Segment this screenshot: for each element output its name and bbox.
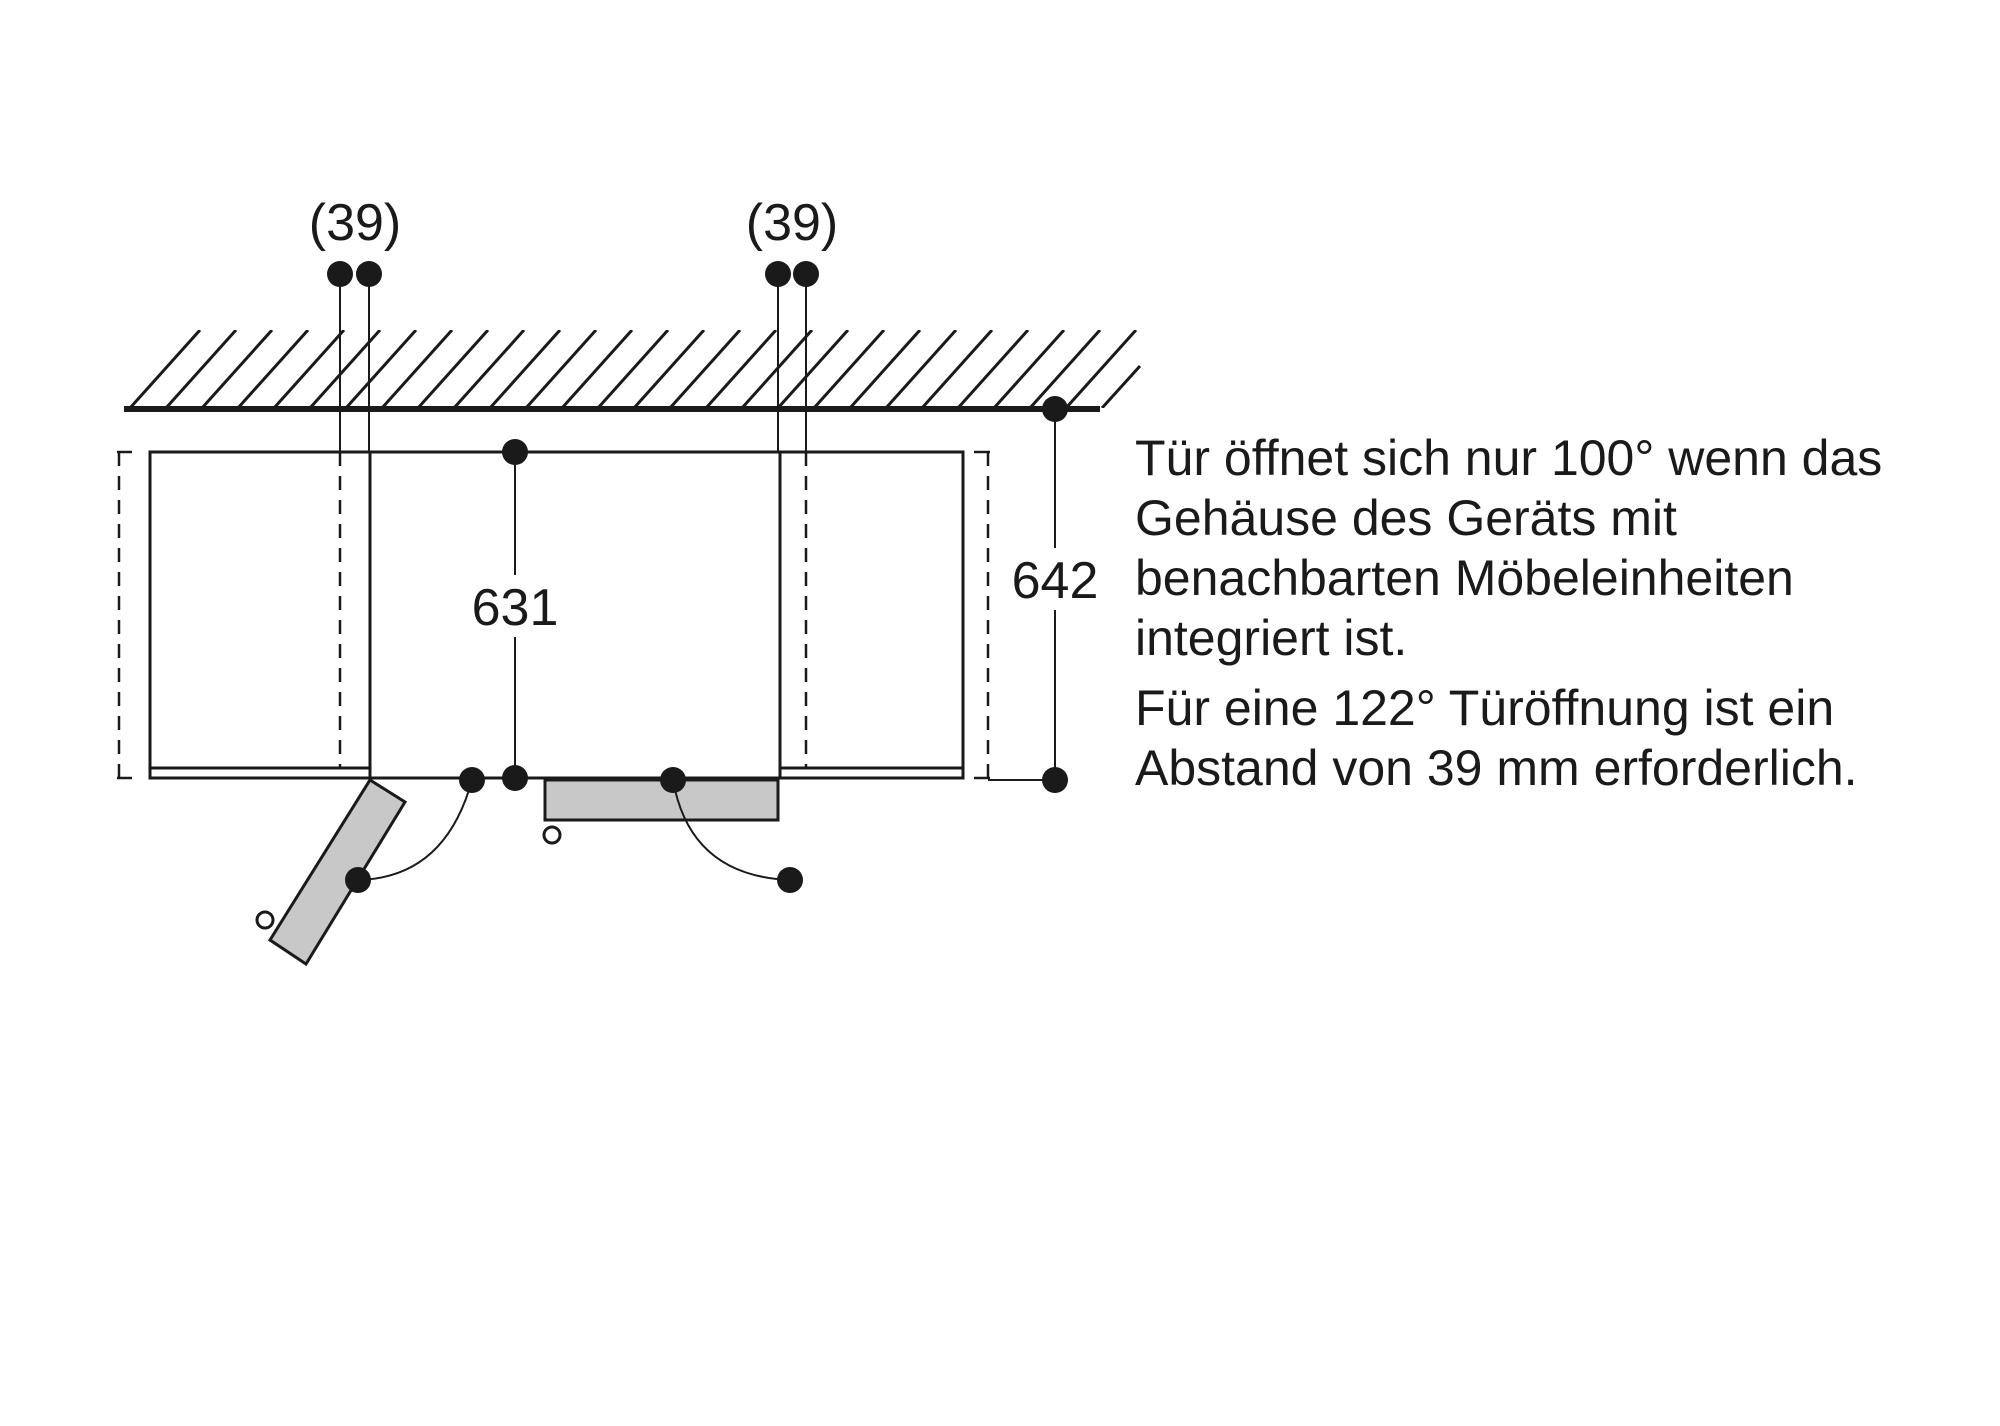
- furniture-left: [148, 450, 372, 780]
- gap-leaders: [339, 274, 807, 452]
- door-open-handle: [255, 910, 275, 930]
- depth-total-label: 642: [1012, 552, 1099, 610]
- swing-arc-left-end: [345, 867, 371, 893]
- depth-inner-label: 631: [472, 579, 559, 637]
- depth-total-top-marker: [1042, 396, 1068, 422]
- swing-arc-right-start: [660, 767, 686, 793]
- door-open-122: [267, 777, 408, 967]
- appliance-body: [368, 450, 782, 780]
- wall-hatching: [128, 330, 1142, 408]
- note-door-opening-100: Tür öffnet sich nur 100° wenn das Gehäus…: [1135, 430, 1883, 666]
- gap-right-label: (39): [746, 194, 838, 252]
- note-door-opening-122: Für eine 122° Türöffnung ist ein Abstand…: [1135, 680, 1858, 796]
- gap-markers: [327, 261, 819, 287]
- depth-inner-top-marker: [502, 439, 528, 465]
- swing-arc-left-start: [459, 767, 485, 793]
- swing-arc-right: [672, 779, 791, 881]
- depth-inner-bottom-marker: [502, 765, 528, 791]
- depth-inner-label-bg: [465, 575, 565, 637]
- furniture-right: [778, 450, 965, 780]
- outer-envelope-dashed: [117, 452, 990, 778]
- swing-arc-right-end: [777, 867, 803, 893]
- swing-arc-left: [357, 779, 473, 881]
- gap-left-label: (39): [309, 194, 401, 252]
- door-closed: [543, 778, 780, 822]
- depth-total-label-bg: [1005, 548, 1105, 610]
- outer-envelope-ticks: [117, 450, 990, 780]
- door-closed-handle: [542, 825, 562, 845]
- depth-total-bottom-marker: [1042, 767, 1068, 793]
- gap-dashed-lines: [338, 452, 808, 768]
